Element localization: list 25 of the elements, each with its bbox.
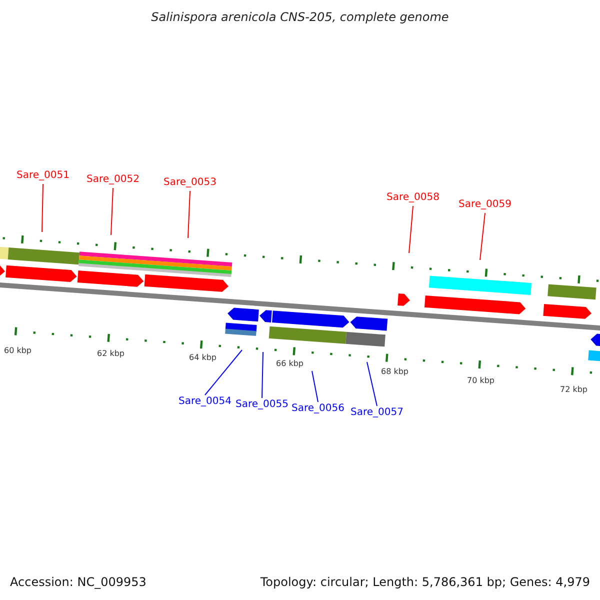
footer-text: Topology: circular; Length: 5,786,361 bp; Genes: 4,979 <box>260 575 590 589</box>
gene-label: Sare_0053 <box>157 177 223 189</box>
gene-label: Sare_0051 <box>10 170 76 182</box>
leader-line <box>188 190 190 238</box>
scale-label: 60 kbp <box>4 346 32 355</box>
footer-text: Accession: NC_009953 <box>10 575 146 589</box>
leader-line <box>312 370 318 402</box>
leader-line <box>42 184 44 232</box>
title: Salinispora arenicola CNS-205, complete genome <box>150 10 450 24</box>
scale-label: 62 kbp <box>97 349 125 358</box>
leader-line <box>408 206 414 254</box>
scale-label: 66 kbp <box>276 359 304 368</box>
leader-line <box>262 352 264 398</box>
scale-label: 64 kbp <box>189 353 217 362</box>
scale-label: 72 kbp <box>560 385 588 394</box>
leader-line <box>204 350 242 396</box>
scale-label: 70 kbp <box>467 376 495 385</box>
gene-label: Sare_0052 <box>80 174 146 186</box>
leader-line <box>366 362 378 406</box>
gene-label: Sare_0058 <box>380 192 446 204</box>
gene-label: Sare_0057 <box>344 407 410 419</box>
leader-line <box>480 212 486 260</box>
scale-label: 68 kbp <box>381 367 409 376</box>
gene-label: Sare_0059 <box>452 199 518 211</box>
leader-line <box>110 188 114 236</box>
